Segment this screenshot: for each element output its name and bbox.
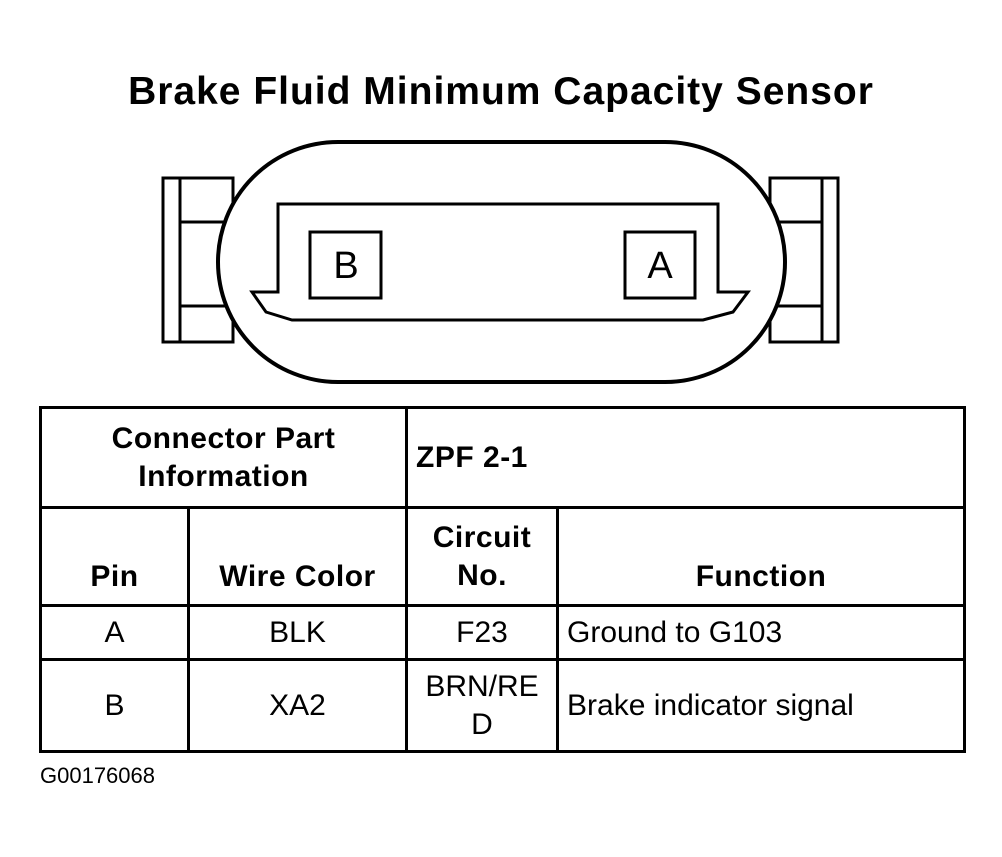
header-wire-color: Wire Color bbox=[186, 506, 409, 607]
header-pin: Pin bbox=[39, 506, 190, 607]
pin-b-label: B bbox=[333, 245, 358, 287]
connector-part-value: ZPF 2-1 bbox=[405, 406, 967, 509]
table-row: B XA2 BRN/RE D Brake indicator signal bbox=[39, 658, 967, 753]
connector-body bbox=[216, 140, 787, 384]
header-function: Function bbox=[556, 506, 967, 607]
row-b-pin: B bbox=[39, 658, 190, 753]
row-a-wire-color: BLK bbox=[186, 604, 409, 661]
pin-a-label: A bbox=[647, 245, 673, 287]
diagram-title: Brake Fluid Minimum Capacity Sensor bbox=[128, 70, 874, 113]
row-b-wire-color: XA2 bbox=[186, 658, 409, 753]
row-b-circuit: BRN/RE D bbox=[405, 658, 560, 753]
row-a-circuit: F23 bbox=[405, 604, 560, 661]
connector-part-label: Connector Part Information bbox=[38, 406, 409, 509]
connector-cavity bbox=[249, 202, 751, 322]
row-b-function: Brake indicator signal bbox=[556, 658, 967, 753]
figure-id: G00176068 bbox=[40, 763, 155, 788]
row-a-pin: A bbox=[39, 604, 190, 661]
header-circuit: Circuit No. bbox=[405, 506, 560, 607]
pin-b-box bbox=[308, 230, 383, 300]
connector-info-table: Connector Part Information ZPF 2-1 Pin W… bbox=[38, 406, 967, 753]
connector-face-diagram: B A bbox=[161, 140, 840, 384]
row-a-function: Ground to G103 bbox=[556, 604, 967, 661]
table-row: A BLK F23 Ground to G103 bbox=[39, 604, 967, 661]
pin-a-box bbox=[623, 230, 697, 300]
